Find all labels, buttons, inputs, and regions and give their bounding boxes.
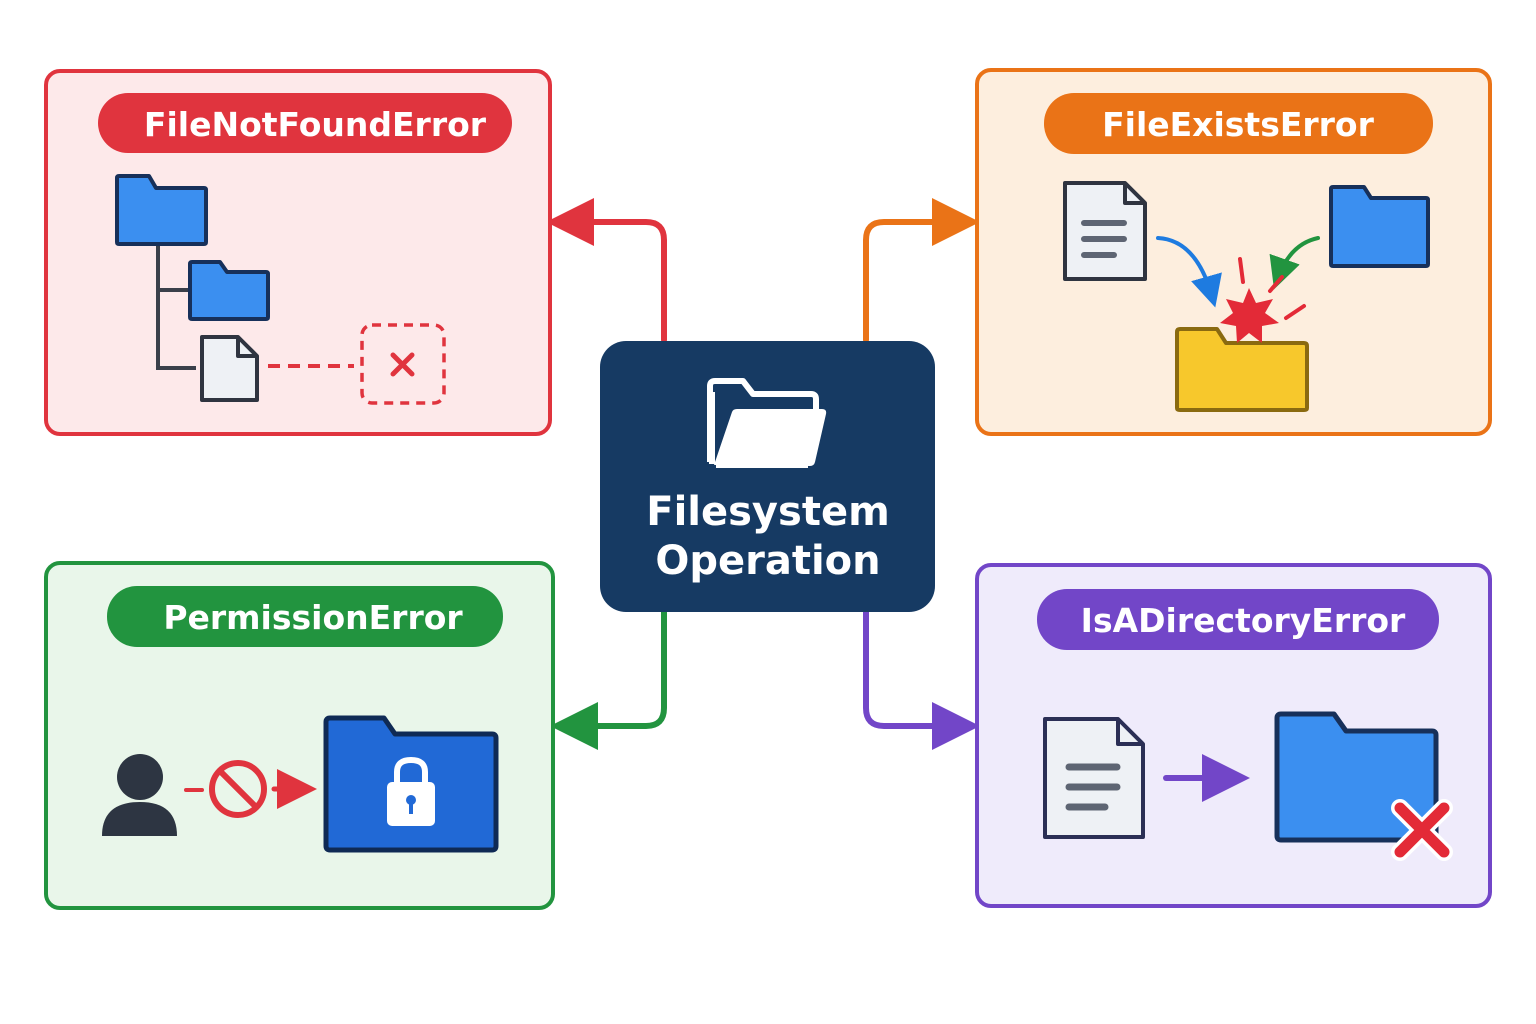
center-node: Filesystem Operation bbox=[600, 341, 935, 612]
no-entry-icon bbox=[209, 760, 267, 818]
panel-file-exists: FileExistsError bbox=[975, 68, 1492, 436]
red-x-icon bbox=[1391, 799, 1453, 861]
label-file-exists: FileExistsError bbox=[1102, 105, 1375, 144]
folder-icon bbox=[1329, 185, 1430, 268]
connector-file-exists bbox=[863, 198, 980, 343]
connector-file-not-found bbox=[546, 198, 667, 343]
yellow-folder-icon bbox=[1175, 327, 1309, 412]
label-pill-permission bbox=[107, 586, 503, 647]
center-title-line1: Filesystem bbox=[646, 489, 890, 535]
panel-file-not-found: FileNotFoundError bbox=[44, 69, 552, 436]
label-is-directory: IsADirectoryError bbox=[1081, 601, 1406, 640]
panel-is-directory: IsADirectoryError bbox=[975, 563, 1492, 908]
file-icon bbox=[200, 335, 259, 402]
label-permission: PermissionError bbox=[163, 598, 463, 637]
missing-x-icon bbox=[360, 323, 446, 405]
label-pill-file-exists bbox=[1044, 93, 1433, 154]
label-pill-is-directory bbox=[1037, 589, 1439, 650]
panel-permission: PermissionError bbox=[44, 561, 555, 910]
center-title-line2: Operation bbox=[655, 538, 880, 584]
collision-star-icon bbox=[1220, 257, 1306, 343]
locked-folder-icon bbox=[323, 715, 499, 853]
folder-icon bbox=[115, 174, 208, 246]
document-icon bbox=[1043, 717, 1145, 839]
open-folder-icon bbox=[707, 378, 827, 468]
label-file-not-found: FileNotFoundError bbox=[144, 105, 487, 144]
label-pill-file-not-found bbox=[98, 93, 512, 153]
document-icon bbox=[1063, 181, 1147, 281]
user-icon bbox=[102, 754, 177, 836]
connector-is-directory bbox=[863, 609, 980, 750]
connector-permission bbox=[550, 609, 667, 750]
folder-icon bbox=[188, 260, 270, 321]
